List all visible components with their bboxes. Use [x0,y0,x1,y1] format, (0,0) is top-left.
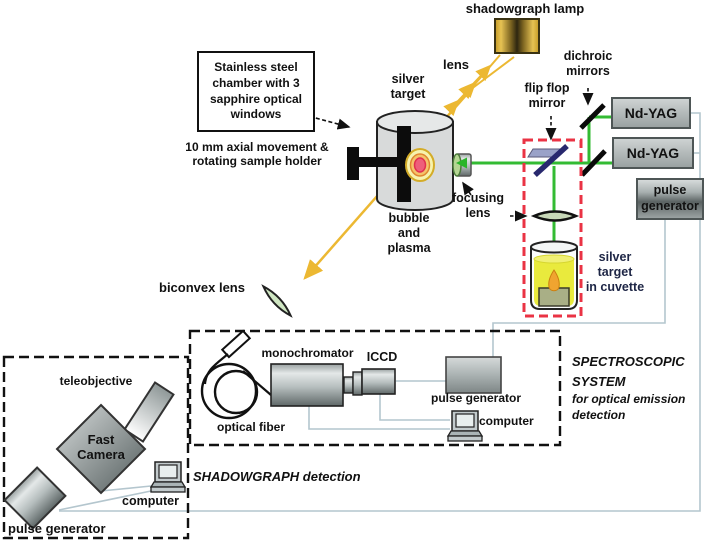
wire-laser-pulsegen-to-spectro-pulsegen [492,219,666,357]
pulse-generator-lasers: pulse generator [636,178,704,220]
shadowgraph-detection-emph: SHADOWGRAPH [193,469,300,484]
plasma-glow [405,148,435,182]
spectroscopic-system-subtitle-2: detection [572,408,626,422]
cuvette-focusing-lens [530,210,580,222]
lens-label: lens [442,57,469,72]
shadowgraph-detection-label: SHADOWGRAPH detection [193,469,453,484]
silver-target-label: silver target [390,72,426,101]
wire-pulsegen-to-computer [58,490,152,511]
axial-movement-label: 10 mm axial movement & rotating sample h… [185,140,329,169]
nd-yag-laser-2: Nd-YAG [612,137,694,169]
flip-flop-mirror [527,143,569,178]
computer-camera-label: computer [122,494,179,508]
pulse-generator-spectroscopic-label: pulse generator [430,391,522,405]
shadowgraph-lamp-label: shadowgraph lamp [465,1,585,16]
computer-icon [149,461,187,493]
nd-yag-laser-1: Nd-YAG [611,97,691,129]
lens-symbol-1 [458,64,492,99]
fast-camera-label: Fast Camera [77,432,125,463]
optical-fiber [200,329,272,420]
shadowgraph-lamp [494,18,540,54]
ablation-plume [548,269,560,292]
control-wires [58,112,701,512]
monochromator-label: monochromator [261,346,354,360]
iccd-label: ICCD [366,350,398,364]
pulse-generator-camera-box [3,466,67,530]
flip-flop-mirror-label: flip flop mirror [524,81,570,110]
pulse-generator-camera-label: pulse generator [8,521,106,536]
chamber-focusing-lens [452,153,472,177]
spectroscopic-system-subtitle-1: for optical emission [572,392,686,406]
lens-symbol-2 [443,81,477,116]
silver-target-cuvette-label: silver target in cuvette [585,250,645,294]
computer-icon [446,410,484,442]
biconvex-lens [261,284,293,318]
wire-camera-to-computer [100,485,152,492]
focusing-lens-label: focusing lens [451,191,505,220]
iccd-camera [361,368,396,395]
shadowgraph-detection-rest: detection [299,469,361,484]
pulse-generator-lasers-label: pulse generator [641,183,699,213]
dichroic-mirror-1 [579,103,606,130]
nd-yag-2-label: Nd-YAG [626,145,680,161]
dichroic-mirror-2 [580,149,607,177]
optical-fiber-label: optical fiber [216,420,285,434]
dichroic-mirrors-label: dichroic mirrors [563,49,613,78]
arrow-chamber-lens [462,181,474,196]
green-beam-arrowhead [456,157,467,169]
spectroscopic-system-title-2: SYSTEM [572,374,626,389]
wire-monochromator-to-computer [308,406,450,430]
spectroscopic-system-title-1: SPECTROSCOPIC [572,354,685,369]
wire-lasers-to-camera-pulsegen [59,112,701,512]
wire-iccd-to-computer [379,394,450,421]
pulse-generator-spectroscopic [445,356,502,394]
teleobjective-lens [123,381,175,443]
fiber-probe [220,329,252,359]
fast-camera-body [55,403,147,495]
biconvex-lens-label: biconvex lens [159,280,245,295]
bubble-plasma-label: bubble and plasma [387,211,431,255]
computer-spectroscopic-label: computer [479,414,534,428]
chamber-annotation-text: Stainless steel chamber with 3 sapphire … [209,60,303,122]
cuvette [530,240,578,310]
chamber-annotation-box: Stainless steel chamber with 3 sapphire … [197,51,315,132]
monochromator [270,363,363,407]
nd-yag-1-label: Nd-YAG [624,105,678,121]
spectroscopic-system-box [188,329,562,447]
sample-holder [347,126,411,202]
teleobjective-label: teleobjective [59,374,133,388]
shadowgraph-system-box [2,355,190,540]
